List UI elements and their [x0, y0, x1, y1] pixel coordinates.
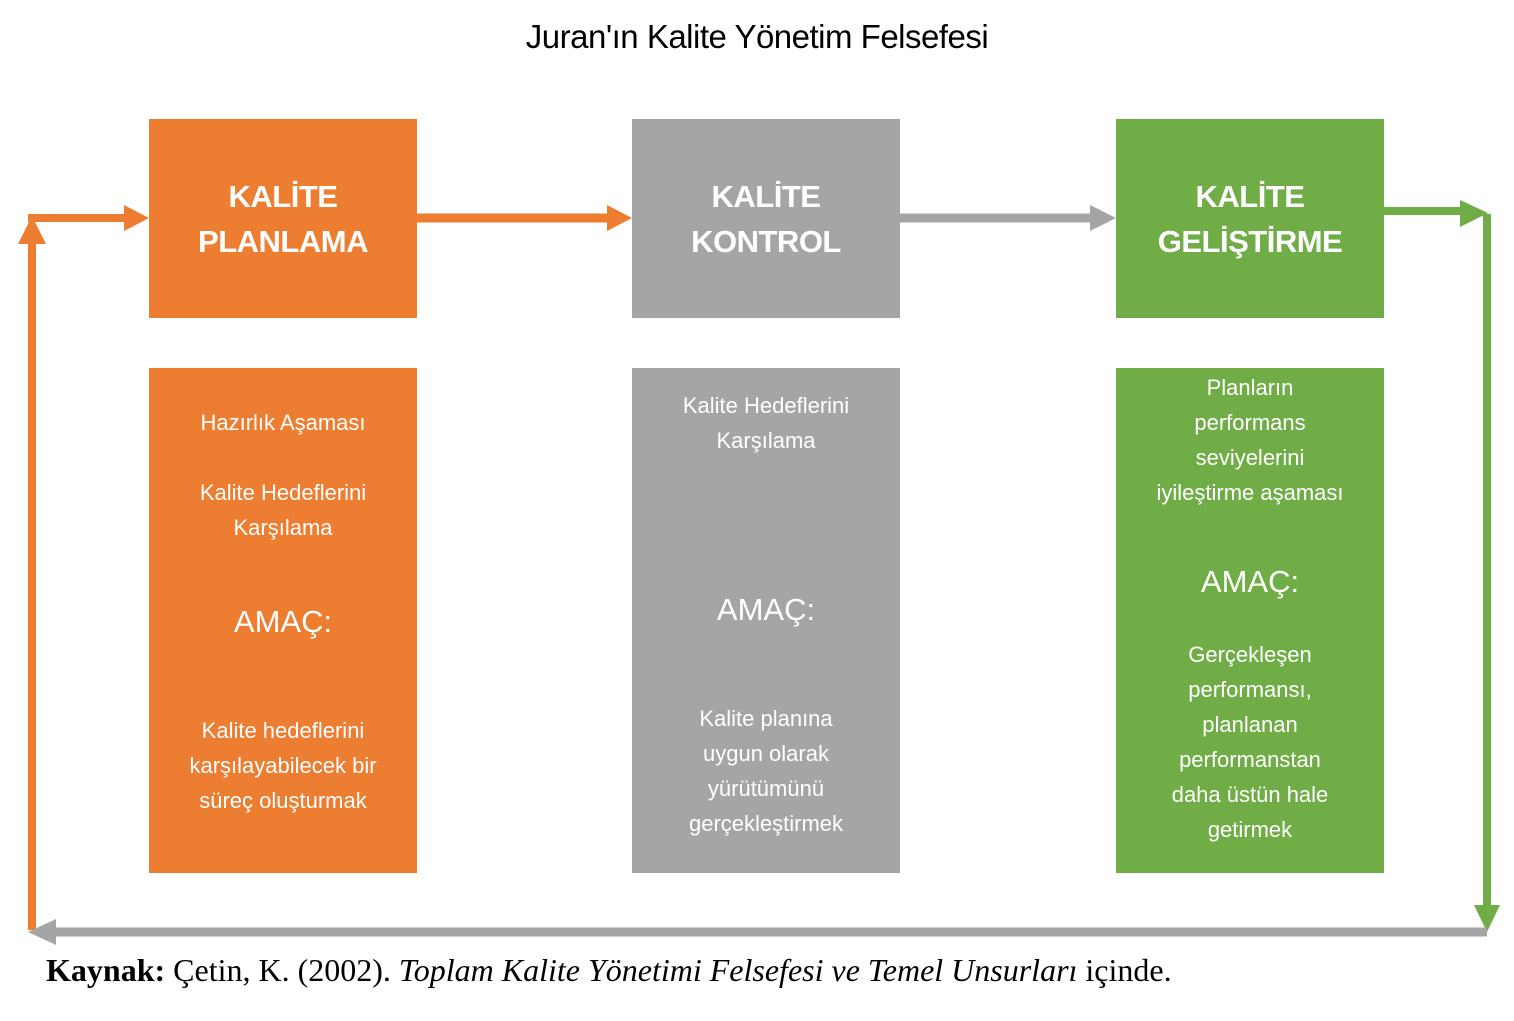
planning-desc-2: Kalite Hedeflerini Karşılama — [199, 480, 367, 540]
planning-amac-text: Kalite hedeflerini karşılayabilecek bir … — [189, 718, 377, 813]
arrowhead-control — [607, 205, 632, 231]
arrowhead-improvement — [1090, 205, 1116, 231]
arrowhead-up — [18, 216, 46, 244]
caption-book-title: Toplam Kalite Yönetimi Felsefesi ve Teme… — [398, 952, 1078, 988]
caption-author: Çetin, K. (2002). — [173, 952, 391, 988]
improvement-amac-text: Gerçekleşen performansı, planlanan perfo… — [1171, 642, 1329, 842]
control-amac-label: AMAÇ: — [716, 592, 816, 627]
diagram-title: Juran'ın Kalite Yönetim Felsefesi — [525, 18, 989, 55]
stage-control-body: Kalite Hedeflerini Karşılama AMAÇ: Kalit… — [632, 368, 900, 873]
source-caption: Kaynak: Çetin, K. (2002). Toplam Kalite … — [46, 952, 1172, 989]
planning-amac-label: AMAÇ: — [233, 604, 333, 639]
planning-desc-1: Hazırlık Aşaması — [200, 410, 366, 435]
arrowhead-left — [28, 919, 56, 945]
stage-improvement-heading: KALİTE GELİŞTİRME — [1116, 119, 1384, 318]
improvement-desc-1: Planların performans seviyelerini iyileş… — [1156, 375, 1344, 505]
arrowhead-planning — [124, 205, 149, 231]
arrowhead-down — [1474, 905, 1500, 932]
stage-planning-body: Hazırlık Aşaması Kalite Hedeflerini Karş… — [149, 368, 417, 873]
caption-label: Kaynak: — [46, 952, 166, 988]
control-amac-text: Kalite planına uygun olarak yürütümünü g… — [688, 706, 844, 836]
caption-suffix: içinde. — [1085, 952, 1172, 988]
arrowhead-right — [1460, 200, 1488, 227]
improvement-amac-label: AMAÇ: — [1200, 564, 1300, 599]
control-desc-1: Kalite Hedeflerini Karşılama — [682, 393, 850, 453]
stage-planning-heading: KALİTE PLANLAMA — [149, 119, 417, 318]
stage-control-heading: KALİTE KONTROL — [632, 119, 900, 318]
stage-improvement-body: Planların performans seviyelerini iyileş… — [1116, 368, 1384, 873]
